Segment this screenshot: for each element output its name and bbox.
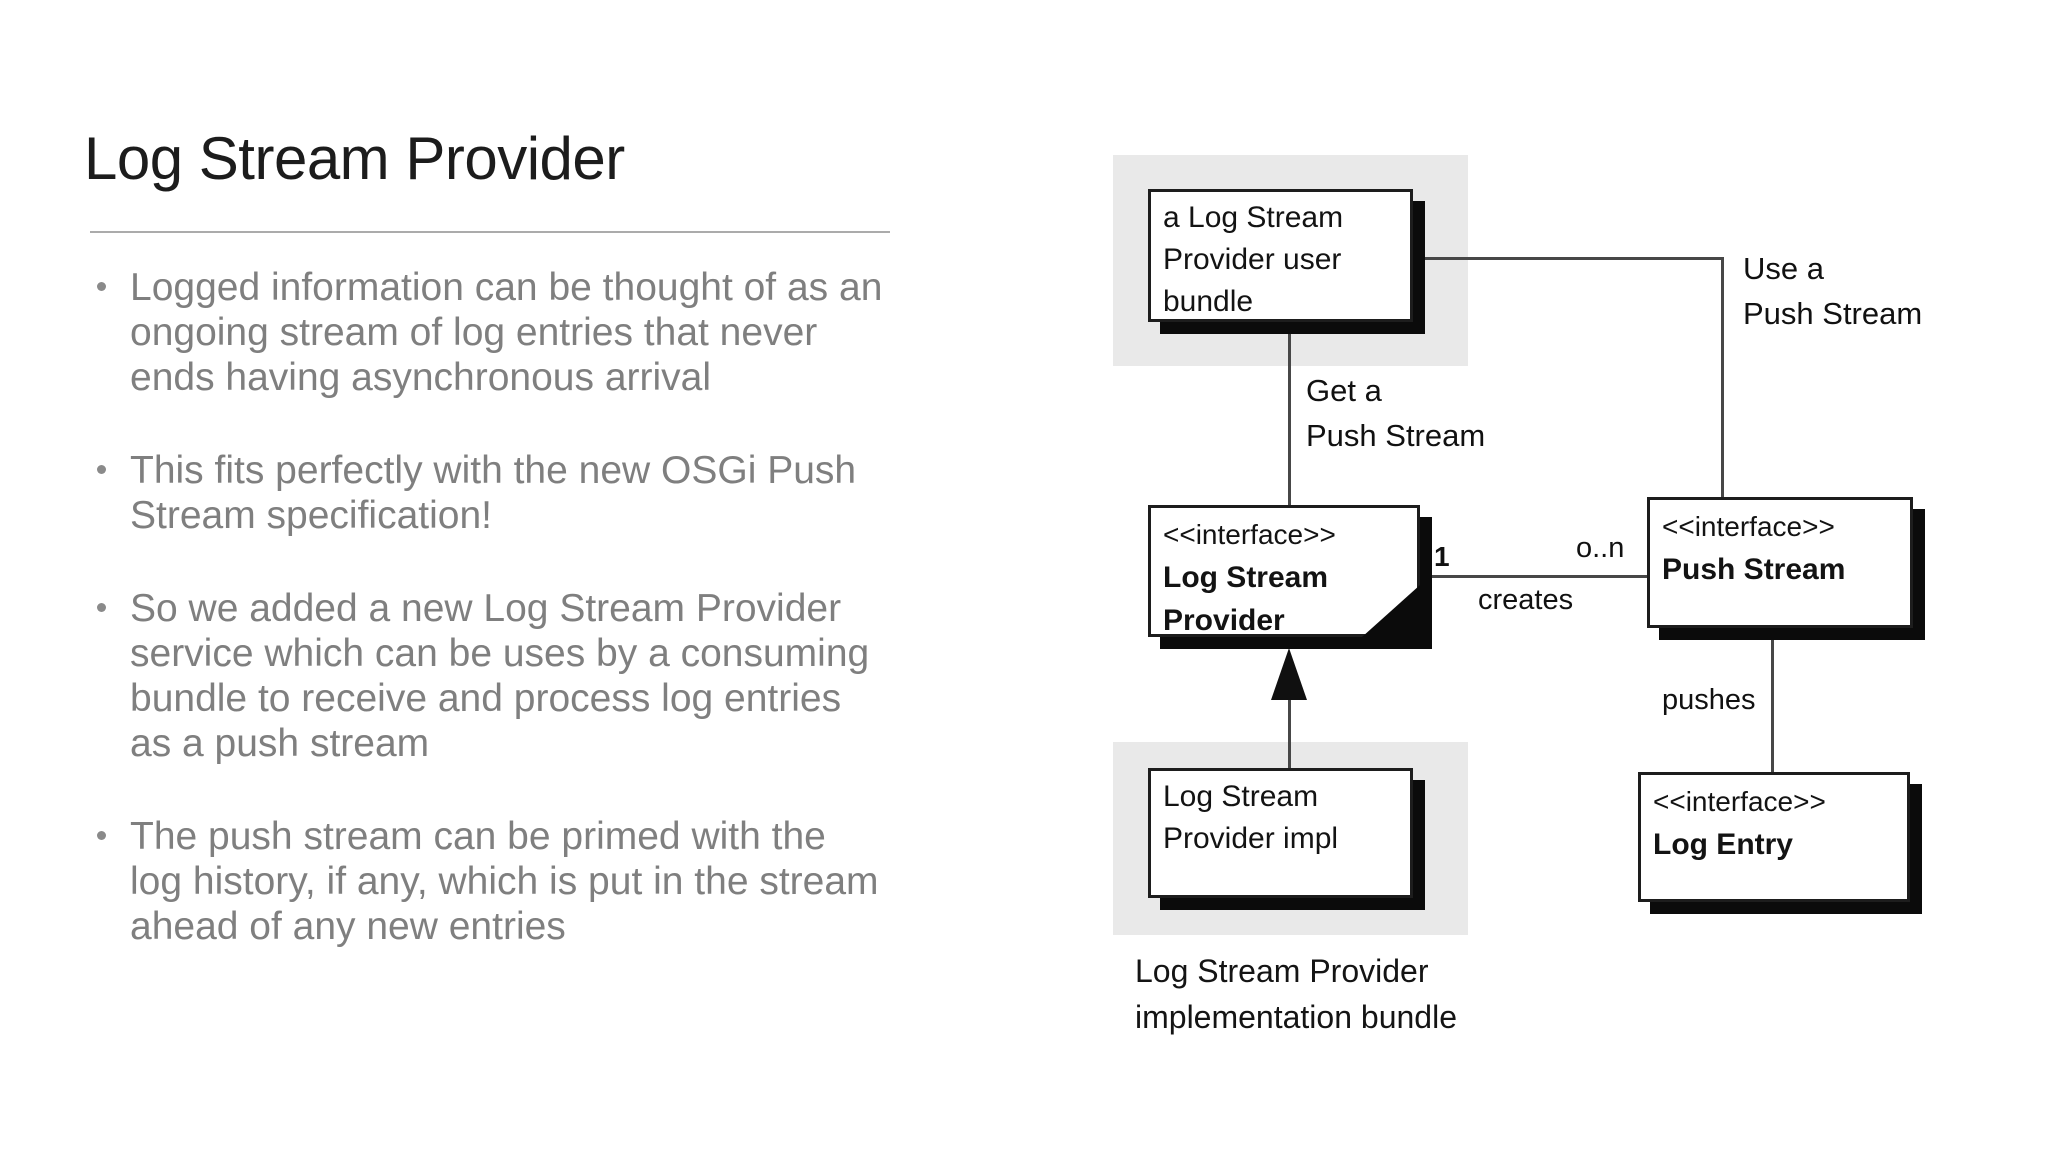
title-divider (90, 231, 890, 233)
get-push-stream-connector (1288, 330, 1291, 507)
list-item: Logged information can be thought of as … (94, 265, 882, 400)
list-item: This fits perfectly with the new OSGi Pu… (94, 448, 874, 538)
stereotype-label: <<interface>> (1662, 511, 1835, 542)
bullet-list: Logged information can be thought of as … (94, 265, 882, 997)
implements-arrow-icon (1271, 648, 1307, 700)
use-push-stream-connector-vertical (1721, 257, 1724, 500)
stereotype-label: <<interface>> (1653, 786, 1826, 817)
stereotype-label: <<interface>> (1163, 519, 1336, 550)
bullet-icon (97, 603, 106, 612)
implements-connector (1288, 697, 1291, 768)
pushes-connector (1771, 640, 1774, 772)
bullet-text: This fits perfectly with the new OSGi Pu… (130, 449, 857, 537)
interface-name: Log Entry (1653, 828, 1793, 861)
page-title: Log Stream Provider (84, 125, 625, 192)
creates-connector (1430, 575, 1647, 578)
multiplicity-one-label: 1 (1434, 541, 1450, 572)
fold-corner-icon (1362, 585, 1420, 637)
use-push-stream-connector-horizontal (1423, 257, 1723, 260)
bullet-icon (97, 465, 106, 474)
bullet-icon (97, 831, 106, 840)
pushes-label: pushes (1662, 684, 1756, 716)
bullet-icon (97, 282, 106, 291)
interface-name: Push Stream (1662, 553, 1846, 586)
bullet-text: Logged information can be thought of as … (130, 266, 883, 399)
log-entry-interface-box: <<interface>> Log Entry (1638, 772, 1910, 902)
push-stream-interface-box: <<interface>> Push Stream (1647, 497, 1913, 628)
multiplicity-many-label: o..n (1576, 532, 1625, 564)
creates-label: creates (1478, 584, 1574, 616)
